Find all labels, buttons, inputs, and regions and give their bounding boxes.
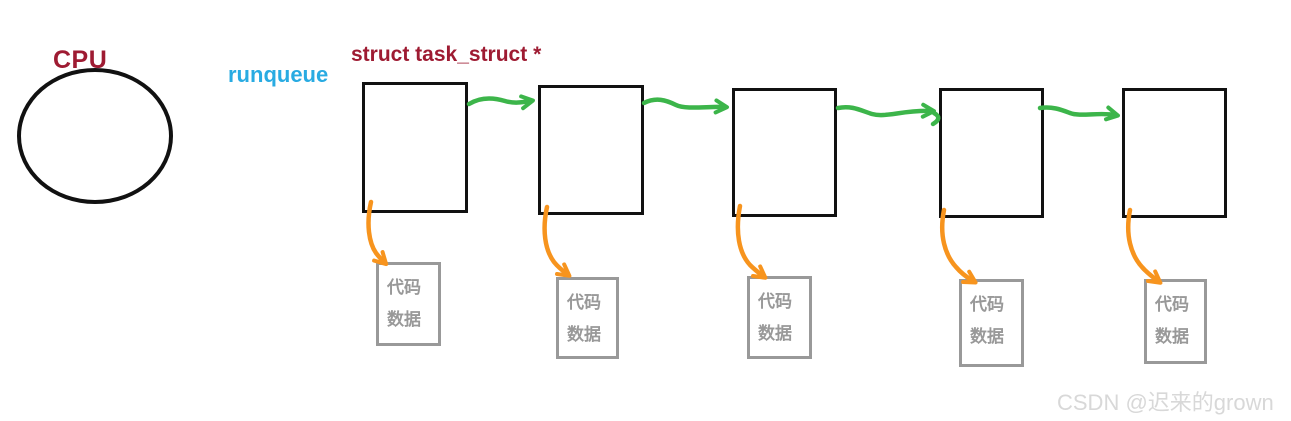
code-label: 代码 (387, 278, 421, 297)
code-label: 代码 (567, 293, 601, 312)
next-pointer-arrow-3 (835, 102, 936, 119)
code-label: 代码 (758, 292, 792, 311)
task-struct-box-4 (939, 88, 1044, 218)
code-data-box-1: 代码 数据 (376, 262, 441, 346)
data-label: 数据 (758, 324, 792, 343)
code-label: 代码 (970, 295, 1004, 314)
code-label: 代码 (1155, 295, 1189, 314)
task-struct-box-5 (1122, 88, 1227, 218)
cpu-circle (17, 68, 173, 204)
task-struct-box-1 (362, 82, 468, 213)
data-label: 数据 (1155, 327, 1189, 346)
task-struct-box-2 (538, 85, 644, 215)
code-data-box-5: 代码 数据 (1144, 279, 1207, 364)
task-struct-box-3 (732, 88, 837, 217)
code-data-pointer-arrow-2 (542, 204, 572, 278)
code-data-pointer-arrow-4 (939, 207, 978, 285)
next-pointer-arrow-2 (641, 97, 729, 115)
code-data-box-2: 代码 数据 (556, 277, 619, 359)
data-label: 数据 (567, 325, 601, 344)
next-pointer-arrow-4 (1037, 105, 1120, 122)
data-label: 数据 (970, 327, 1004, 346)
code-data-box-4: 代码 数据 (959, 279, 1024, 367)
code-data-pointer-arrow-5 (1125, 207, 1163, 285)
task-struct-pointer-label: struct task_struct * (351, 43, 542, 66)
runqueue-label: runqueue (228, 62, 329, 87)
next-pointer-arrow-1 (466, 94, 535, 111)
data-label: 数据 (387, 310, 421, 329)
watermark: CSDN @迟来的grown (1057, 390, 1274, 415)
code-data-box-3: 代码 数据 (747, 276, 812, 359)
next-pointer-arrow-3-curl (930, 110, 941, 127)
